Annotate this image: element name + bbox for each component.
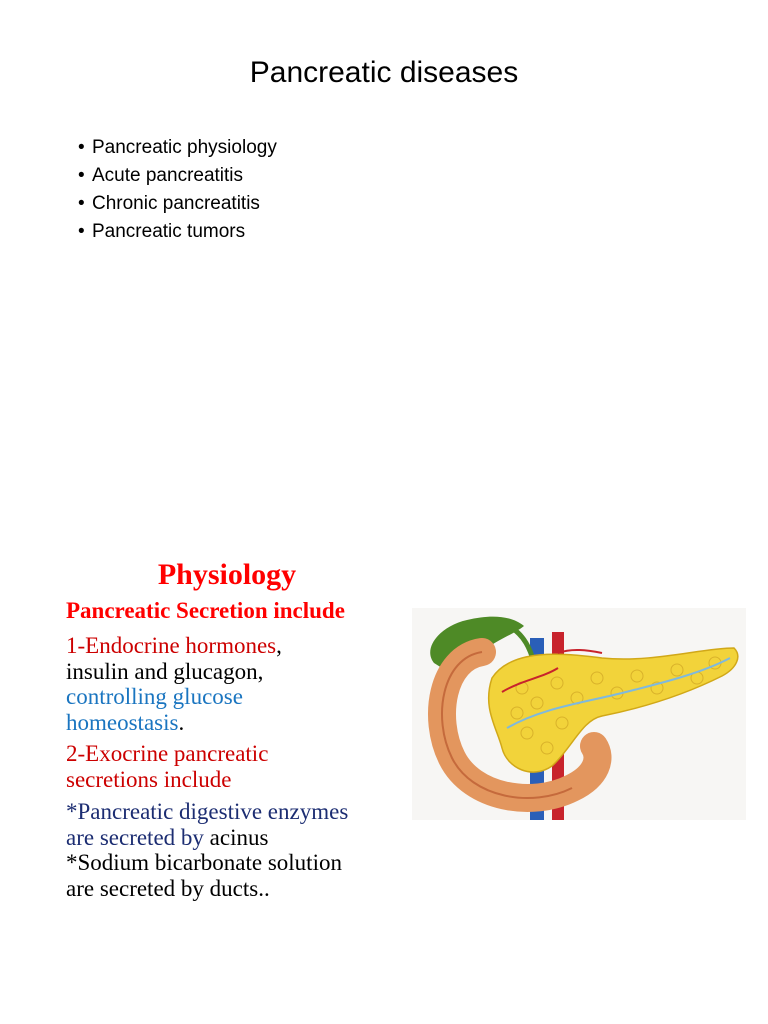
secretion-subheading: Pancreatic Secretion include (66, 598, 345, 623)
physiology-heading: Physiology (157, 558, 297, 591)
list-item-label: Acute pancreatitis (92, 165, 244, 186)
topic-list: •Pancreatic physiology •Acute pancreatit… (78, 136, 277, 248)
list-item: •Chronic pancreatitis (78, 193, 260, 214)
list-item: •Pancreatic tumors (78, 221, 246, 242)
page-title: Pancreatic diseases (249, 56, 519, 89)
endocrine-hormones: insulin and glucagon, (66, 658, 264, 684)
list-item: •Acute pancreatitis (78, 165, 244, 186)
exocrine-paragraph: 2-Exocrine pancreatic secretions include (66, 741, 269, 792)
list-item-label: Chronic pancreatitis (92, 193, 260, 214)
endocrine-paragraph: 1-Endocrine hormones, insulin and glucag… (66, 633, 282, 735)
enzymes-paragraph: *Pancreatic digestive enzymes are secret… (66, 799, 349, 901)
list-item: •Pancreatic physiology (78, 137, 277, 158)
list-item-label: Pancreatic tumors (92, 221, 246, 242)
endocrine-function: controlling glucose (66, 684, 243, 709)
list-item-label: Pancreatic physiology (92, 137, 277, 158)
pancreas-illustration (412, 608, 746, 820)
pancreas-anatomy-icon (428, 616, 739, 820)
endocrine-label: 1-Endocrine hormones (66, 633, 277, 658)
